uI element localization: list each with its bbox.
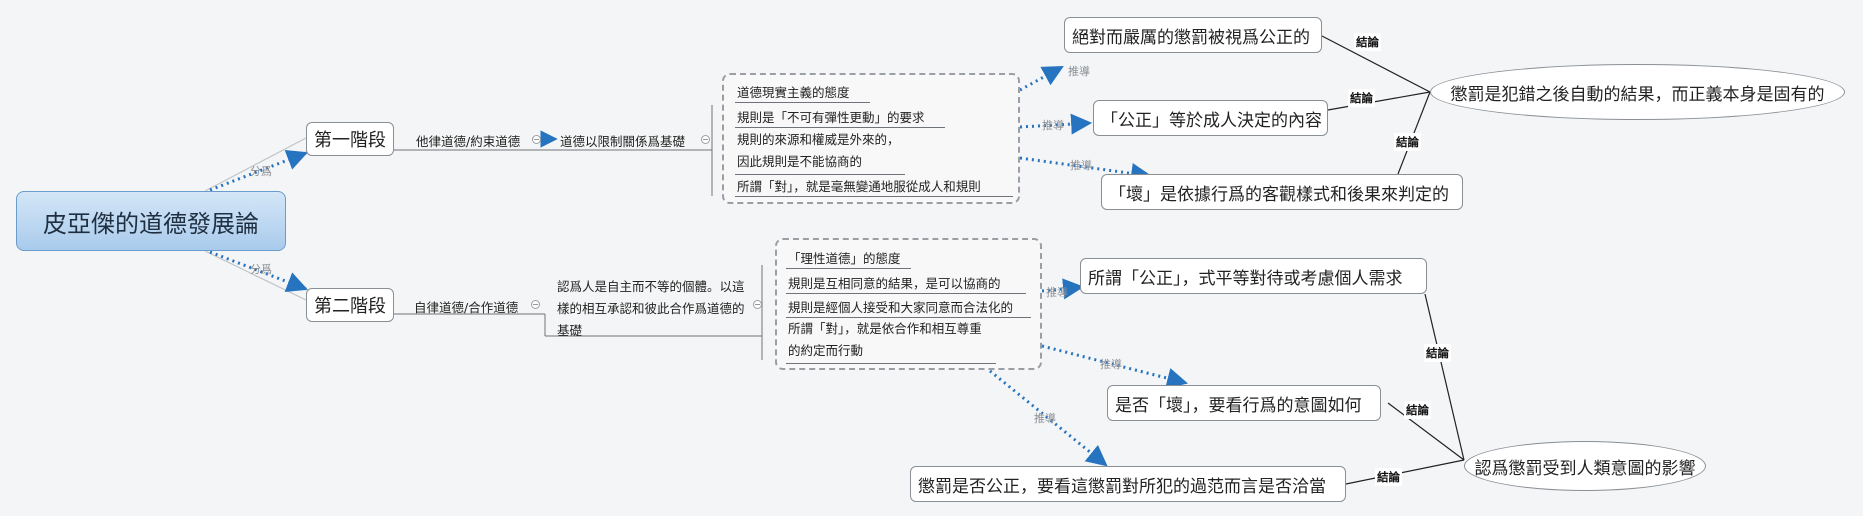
guide-label: 推導 [1100, 358, 1122, 371]
conclusion-label: 結論 [1394, 133, 1421, 151]
conclusion-label: 結論 [1354, 33, 1381, 51]
collapse-icon[interactable]: − [701, 135, 710, 144]
stage1-sub2[interactable]: 道德以限制關係爲基礎 [560, 134, 686, 149]
guide-label: 推導 [1046, 286, 1068, 299]
collapse-icon[interactable]: − [532, 135, 541, 144]
conclusion-label: 結論 [1375, 468, 1402, 486]
stage1-item-1[interactable]: 道德現實主義的態度 [735, 82, 870, 103]
branch-label-stage2: 分爲 [250, 263, 272, 276]
root-topic[interactable]: 皮亞傑的道德發展論 [16, 191, 286, 251]
stage1-result-3[interactable]: 「壞」是依據行爲的客觀樣式和後果來判定的 [1101, 174, 1463, 210]
conclusion-label: 結論 [1348, 89, 1375, 107]
stage2-item-2[interactable]: 規則是互相同意的結果，是可以協商的 [786, 273, 1026, 294]
stage1-node[interactable]: 第一階段 [306, 122, 394, 156]
stage2-sub1[interactable]: 自律道德/合作道德 [414, 300, 519, 315]
stage2-item-3[interactable]: 規則是經個人接受和大家同意而合法化的 [786, 297, 1031, 318]
conclusion-label: 結論 [1404, 401, 1431, 419]
guide-label: 推導 [1042, 119, 1064, 132]
stage1-sub1[interactable]: 他律道德/約束道德 [416, 134, 521, 149]
stage1-items-group [722, 73, 1020, 204]
stage1-item-4[interactable]: 所謂「對」，就是毫無變通地服從成人和規則 [735, 176, 1013, 197]
stage2-item-1[interactable]: 「理性道德」的態度 [786, 248, 911, 269]
branch-label-stage1: 分爲 [250, 165, 272, 178]
stage1-item-3[interactable]: 規則的來源和權威是外來的，因此規則是不能協商的 [735, 129, 905, 175]
stage2-sub2[interactable]: 認爲人是自主而不等的個體。以這樣的相互承認和彼此合作爲道德的基礎 [557, 279, 745, 338]
guide-label: 推導 [1070, 159, 1092, 172]
stage1-conclusion[interactable]: 懲罰是犯錯之後自動的結果，而正義本身是固有的 [1430, 64, 1845, 120]
stage2-result-3[interactable]: 懲罰是否公正，要看這懲罰對所犯的過范而言是否洽當 [910, 466, 1346, 502]
conclusion-label: 結論 [1424, 344, 1451, 362]
stage2-result-1[interactable]: 所謂「公正」，式平等對待或考慮個人需求 [1080, 258, 1427, 294]
guide-label: 推導 [1034, 412, 1056, 425]
stage2-conclusion[interactable]: 認爲懲罰受到人類意圖的影響 [1464, 441, 1706, 491]
stage1-item-2[interactable]: 規則是「不可有彈性更動」的要求 [735, 107, 945, 128]
collapse-icon[interactable]: − [531, 300, 540, 309]
stage2-node[interactable]: 第二階段 [306, 288, 394, 322]
collapse-icon[interactable]: − [753, 300, 762, 309]
stage2-items-group [775, 238, 1042, 370]
guide-label: 推導 [1068, 65, 1090, 78]
stage2-result-2[interactable]: 是否「壞」，要看行爲的意圖如何 [1107, 385, 1381, 421]
stage1-result-2[interactable]: 「公正」等於成人決定的內容 [1093, 100, 1328, 136]
stage2-item-4[interactable]: 所謂「對」，就是依合作和相互尊重的約定而行動 [786, 318, 996, 364]
stage1-result-1[interactable]: 絕對而嚴厲的懲罰被視爲公正的 [1064, 17, 1322, 53]
